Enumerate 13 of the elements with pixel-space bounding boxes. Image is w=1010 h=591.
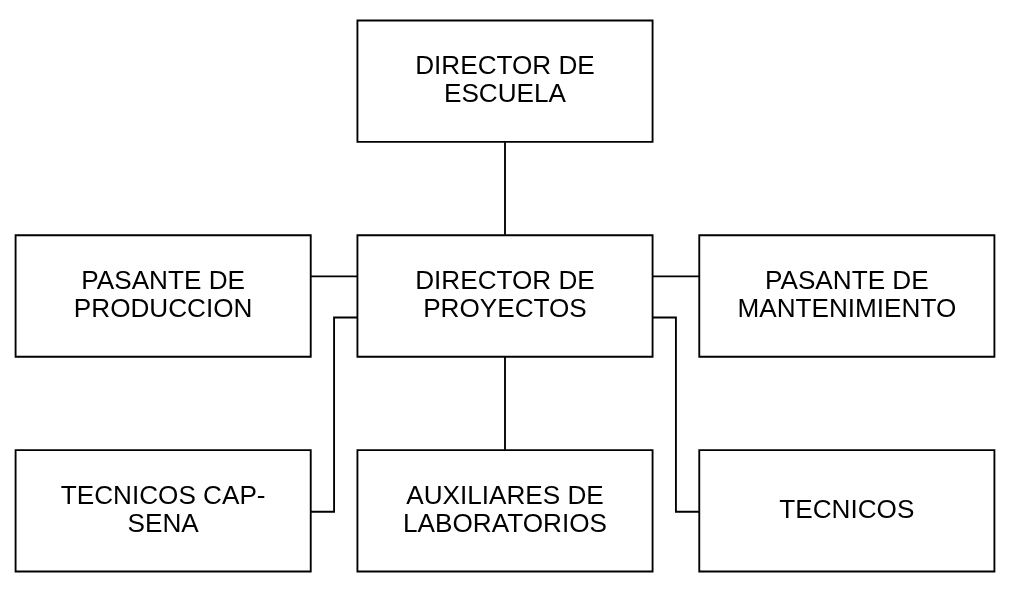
connector xyxy=(652,274,701,277)
node-box: TECNICOS CAP- SENA xyxy=(14,448,312,572)
connector xyxy=(310,274,359,277)
node-box: AUXILIARES DE LABORATORIOS xyxy=(356,448,654,572)
connector xyxy=(504,140,506,236)
node-box: PASANTE DE PRODUCCION xyxy=(14,233,312,358)
node-box: TECNICOS xyxy=(698,448,996,572)
node-box: PASANTE DE MANTENIMIENTO xyxy=(698,233,996,358)
connector xyxy=(651,316,700,513)
node-box: DIRECTOR DE ESCUELA xyxy=(356,19,654,143)
connector xyxy=(504,355,506,451)
connector xyxy=(310,316,359,513)
node-box: DIRECTOR DE PROYECTOS xyxy=(356,233,654,358)
